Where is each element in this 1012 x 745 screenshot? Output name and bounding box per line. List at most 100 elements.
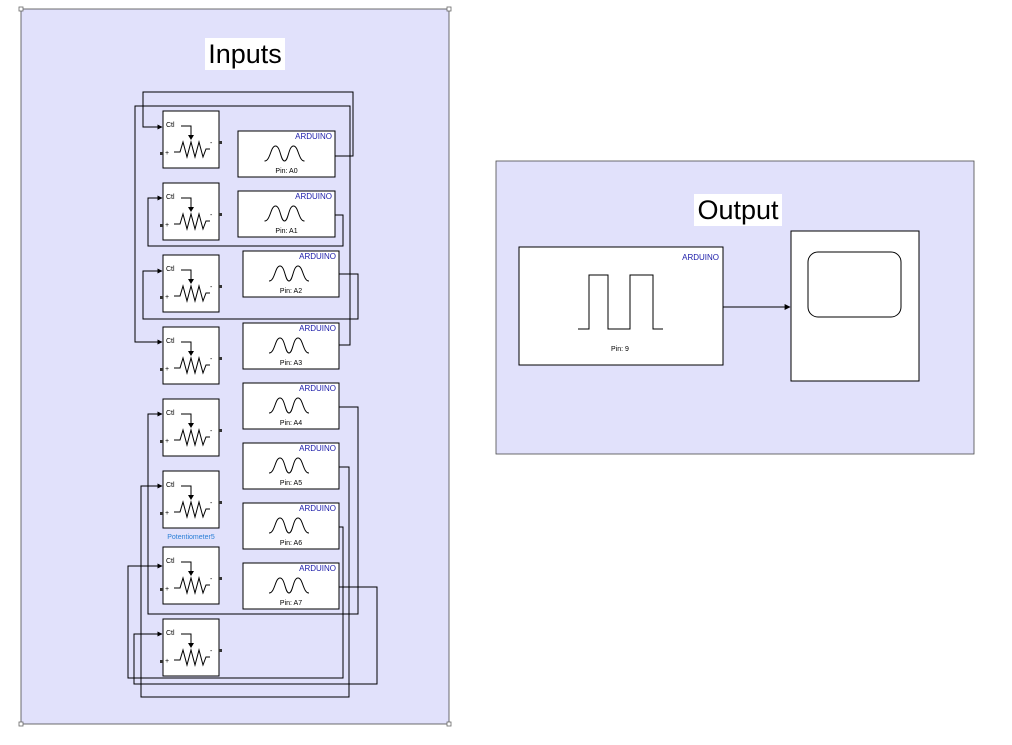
port-marker (219, 213, 222, 216)
potentiometer-icon (174, 125, 210, 159)
pin-label: Pin: A4 (280, 420, 302, 427)
feedback-wire-2 (142, 268, 359, 320)
sine-wave-icon (268, 577, 310, 594)
ctl-port-label: Ctl (166, 266, 175, 273)
minus-port-label: - (210, 284, 213, 291)
port-marker (219, 577, 222, 580)
potentiometer-3[interactable]: Ctl+- (160, 326, 222, 385)
port-marker (160, 296, 163, 299)
port-marker (219, 285, 222, 288)
pin-label: Pin: A5 (280, 480, 302, 487)
plus-port-label: + (165, 294, 169, 301)
minus-port-label: - (210, 428, 213, 435)
arduino-tag: ARDUINO (299, 384, 336, 393)
square-wave-icon (578, 274, 663, 330)
feedback-wire-3 (134, 105, 351, 346)
plus-port-label: + (165, 150, 169, 157)
ctl-port-label: Ctl (166, 410, 175, 417)
arduino-tag: ARDUINO (299, 564, 336, 573)
port-marker (160, 368, 163, 371)
potentiometer-icon (174, 197, 210, 231)
scope-block[interactable] (790, 230, 920, 382)
minus-port-label: - (210, 140, 213, 147)
pin-label: Pin: A7 (280, 600, 302, 607)
port-marker (160, 512, 163, 515)
plus-port-label: + (165, 510, 169, 517)
ctl-port-label: Ctl (166, 482, 175, 489)
port-marker (160, 440, 163, 443)
port-marker (160, 660, 163, 663)
arduino-output-tag: ARDUINO (682, 253, 719, 262)
arduino-tag: ARDUINO (299, 252, 336, 261)
sine-wave-icon (268, 397, 310, 414)
arduino-input-5[interactable]: ARDUINO Pin: A5 (242, 442, 340, 490)
ctl-port-label: Ctl (166, 194, 175, 201)
potentiometer-icon (174, 561, 210, 595)
potentiometer-1[interactable]: Ctl + - (160, 182, 222, 241)
arduino-tag: ARDUINO (299, 444, 336, 453)
potentiometer-7[interactable]: Ctl + - (160, 618, 222, 677)
port-marker (219, 357, 222, 360)
feedback-wire-5 (140, 466, 350, 698)
potentiometer-6[interactable]: Ctl+- (160, 546, 222, 605)
minus-port-label: - (210, 356, 213, 363)
ctl-port-label: Ctl (166, 558, 175, 565)
sine-wave-icon (268, 265, 310, 282)
scope-screen-icon (807, 251, 902, 318)
potentiometer-icon (174, 341, 210, 375)
inputs-title: Inputs (208, 39, 282, 69)
minus-port-label: - (210, 500, 213, 507)
minus-port-label: - (210, 576, 213, 583)
potentiometer-icon (174, 485, 210, 519)
minus-port-label: - (210, 212, 213, 219)
potentiometer-blocks: Ctl+-Ctl+-Ctl+-Ctl+-Ctl+-Ctl+-Ctl+-Ctl+- (160, 110, 222, 677)
port-marker (160, 588, 163, 591)
sine-wave-icon (268, 517, 310, 534)
potentiometer-icon (174, 269, 210, 303)
port-marker (219, 429, 222, 432)
feedback-wire-7 (133, 586, 378, 685)
potentiometer-icon (174, 633, 210, 667)
port-marker (160, 224, 163, 227)
sine-wave-icon (264, 205, 305, 222)
connection-wires (127, 91, 378, 698)
arduino-tag: ARDUINO (295, 132, 332, 141)
plus-port-label: + (165, 658, 169, 665)
arduino-input-7[interactable]: ARDUINO Pin: A7 (242, 562, 340, 610)
pin-label: Pin: A1 (275, 228, 297, 235)
pin-label: Pin: A2 (280, 288, 302, 295)
sine-wave-icon (268, 337, 310, 354)
arduino-tag: ARDUINO (295, 192, 332, 201)
potentiometer-2[interactable]: Ctl + - (160, 254, 222, 313)
ctl-port-label: Ctl (166, 630, 175, 637)
port-marker (219, 141, 222, 144)
potentiometer-4[interactable]: Ctl + - (160, 398, 222, 457)
arduino-input-3[interactable]: ARDUINO Pin: A3 (242, 322, 340, 370)
plus-port-label: + (165, 366, 169, 373)
arduino-output-block[interactable]: ARDUINO Pin: 9 (518, 246, 724, 366)
potentiometer-icon (174, 413, 210, 447)
arduino-input-1[interactable]: ARDUINO Pin: A1 (237, 190, 336, 238)
arduino-input-2[interactable]: ARDUINO Pin: A2 (242, 250, 340, 298)
potentiometer-label[interactable]: Potentiometer5 (167, 534, 215, 541)
plus-port-label: + (165, 438, 169, 445)
arduino-input-4[interactable]: ARDUINO Pin: A4 (242, 382, 340, 430)
sine-wave-icon (264, 145, 305, 162)
sine-wave-icon (268, 457, 310, 474)
pin-label: Pin: A6 (280, 540, 302, 547)
output-pin-label: Pin: 9 (611, 346, 629, 353)
feedback-wire-6 (127, 526, 344, 679)
potentiometer-5[interactable]: Ctl + - (160, 470, 222, 529)
port-marker (160, 152, 163, 155)
potentiometer-0[interactable]: Ctl+- (160, 110, 222, 169)
inputs-group[interactable]: Inputs (18, 6, 452, 727)
feedback-wire-1 (147, 195, 344, 247)
minus-port-label: - (210, 648, 213, 655)
arduino-tag: ARDUINO (299, 324, 336, 333)
pin-label: Pin: A3 (280, 360, 302, 367)
plus-port-label: + (165, 222, 169, 229)
